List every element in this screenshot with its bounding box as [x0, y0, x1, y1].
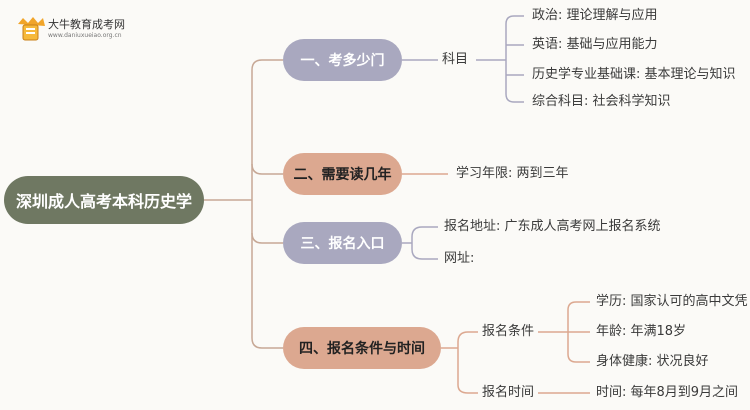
site-logo[interactable]: 大牛教育成考网 www.daniuxueiao.org.cn	[14, 14, 125, 44]
subject-history-basics: 历史学专业基础课: 基本理论与知识	[532, 67, 736, 82]
registration-address: 报名地址: 广东成人高考网上报名系统	[444, 219, 661, 234]
subject-politics: 政治: 理论理解与应用	[532, 8, 658, 23]
time-label: 报名时间	[482, 385, 535, 400]
registration-time: 时间: 每年8月到9月之间	[596, 385, 739, 400]
subject-english: 英语: 基础与应用能力	[532, 37, 658, 52]
condition-health: 身体健康: 状况良好	[596, 354, 709, 369]
subject-comprehensive: 综合科目: 社会科学知识	[532, 94, 671, 109]
subjects-label: 科目	[442, 52, 469, 67]
root-node: 深圳成人高考本科历史学	[4, 176, 204, 224]
condition-education: 学历: 国家认可的高中文凭	[596, 294, 748, 309]
logo-url: www.daniuxueiao.org.cn	[48, 32, 122, 39]
logo-icon	[14, 14, 48, 44]
condition-age: 年龄: 年满18岁	[596, 324, 687, 339]
logo-name: 大牛教育成考网	[48, 18, 125, 31]
branch-exam-subjects: 一、考多少门	[283, 39, 402, 81]
registration-url: 网址:	[444, 251, 475, 266]
conditions-label: 报名条件	[482, 324, 535, 339]
study-years-text: 学习年限: 两到三年	[456, 166, 569, 181]
branch-conditions-time: 四、报名条件与时间	[283, 327, 441, 369]
branch-registration-entry: 三、报名入口	[283, 222, 402, 264]
branch-study-years: 二、需要读几年	[283, 153, 402, 195]
